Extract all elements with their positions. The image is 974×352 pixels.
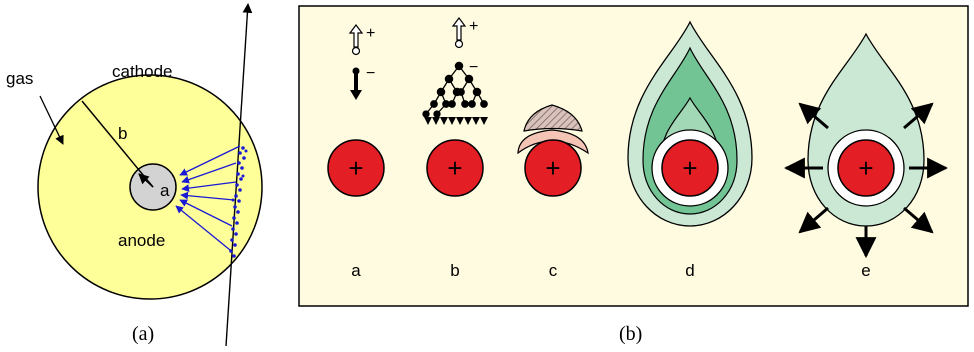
stage-b: + − — [422, 17, 488, 280]
radius-b-line — [81, 100, 154, 188]
electron-down-arrow-icon — [350, 67, 362, 100]
charge-minus-a: − — [366, 65, 375, 82]
label-b: b — [118, 124, 127, 143]
caption-b: (b) — [619, 323, 642, 345]
wire-symbol-b: + — [447, 153, 462, 183]
hatched-ion-cloud — [523, 104, 583, 132]
outward-arrows-icon — [783, 102, 949, 259]
stage-e: + e — [783, 32, 949, 280]
ion-up-arrow-icon — [451, 17, 467, 49]
charge-plus-a: + — [366, 25, 375, 42]
label-anode: anode — [118, 231, 165, 250]
stage-label-d: d — [685, 261, 694, 280]
stage-c: + c — [517, 104, 589, 280]
stage-label-c: c — [549, 261, 558, 280]
charge-plus-b: + — [469, 18, 478, 35]
stage-d: + d — [627, 20, 753, 280]
wire-symbol-a: + — [348, 153, 363, 183]
stage-label-a: a — [351, 261, 361, 280]
label-a: a — [160, 181, 170, 200]
anode-wire-a — [327, 139, 385, 197]
gas-pointer-arrow — [39, 95, 64, 145]
stage-label-e: e — [861, 261, 870, 280]
ionization-clusters — [229, 146, 248, 258]
electron-drift-lines — [175, 145, 241, 251]
label-cathode: cathode — [112, 62, 173, 81]
electron-down-arrows-icon — [424, 117, 488, 125]
wire-symbol-c: + — [545, 153, 560, 183]
stage-label-b: b — [450, 261, 459, 280]
anode-wire-d — [661, 139, 719, 197]
wire-symbol-e: + — [858, 153, 873, 183]
anode-wire-b — [426, 139, 484, 197]
stage-a: + − + a — [327, 24, 385, 280]
ion-up-arrow-icon — [348, 24, 364, 56]
label-gas: gas — [6, 69, 33, 88]
anode-wire-c — [524, 139, 582, 197]
caption-a: (a) — [132, 323, 154, 345]
panel-a: gas cathode b a anode (a) — [6, 3, 263, 347]
panel-b: + − + a + − — [298, 5, 969, 345]
anode-wire-e — [837, 139, 895, 197]
radius-a-line — [138, 173, 154, 188]
charge-minus-b: − — [469, 59, 478, 76]
wire-symbol-d: + — [682, 153, 697, 183]
